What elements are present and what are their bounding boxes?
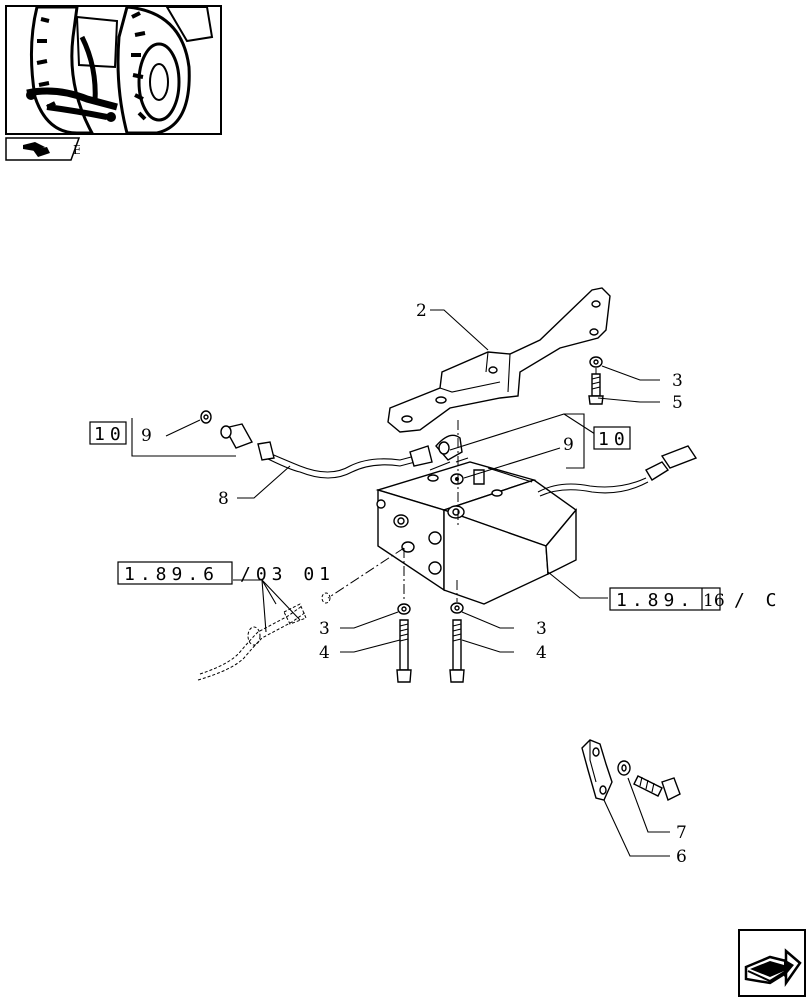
callout-4-right: 4 [536, 643, 547, 663]
callout-3-right: 3 [536, 619, 547, 639]
thumbnail-tab[interactable]: E [5, 137, 82, 161]
tractor-rear-thumbnail-icon [26, 7, 214, 133]
ref-1-89-6-suffix: /03 01 [240, 564, 335, 585]
valve-block[interactable] [375, 457, 578, 605]
part-3-washer-top[interactable] [589, 356, 603, 368]
callout-2: 2 [416, 301, 427, 321]
ref-1-89-6-text: 1.89.6 [124, 564, 219, 585]
leader-lines [131, 309, 670, 857]
part-4-bolt-left[interactable] [396, 619, 412, 683]
callout-8: 8 [218, 489, 229, 509]
ref-box-right-10[interactable]: 10 [593, 426, 631, 450]
callout-6: 6 [676, 847, 687, 867]
part-3-washer-right[interactable] [450, 602, 464, 614]
ref-1-89-16-link[interactable]: 1.89. 16 / C [609, 587, 782, 611]
thumbnail-tab-letter: E [73, 143, 80, 157]
callout-9-right: 9 [563, 435, 574, 455]
part-8-pipe[interactable] [220, 423, 463, 479]
callout-7: 7 [676, 823, 687, 843]
ref-1-89-16-text: 1.89. [616, 590, 695, 611]
electrical-cable[interactable] [537, 445, 698, 497]
callout-3-top: 3 [672, 371, 683, 391]
ref-right-10-text: 10 [598, 429, 630, 450]
part-7-washer[interactable] [617, 760, 631, 776]
part-9-washer-left[interactable] [200, 410, 212, 424]
ref-1-89-16-suffix: / C [734, 590, 782, 611]
part-9-washer-right[interactable] [450, 473, 464, 485]
callout-4-left: 4 [319, 643, 330, 663]
ref-left-10-text: 10 [94, 424, 126, 445]
tractor-thumbnail[interactable] [5, 5, 222, 135]
book-arrow-icon [23, 142, 50, 157]
part-3-washer-left[interactable] [397, 603, 411, 615]
ref-box-left-10[interactable]: 10 [89, 421, 127, 445]
part-5-screw[interactable] [588, 373, 604, 405]
ref-1-89-6-link[interactable]: 1.89.6 /03 01 [117, 561, 335, 585]
next-page-arrow-icon [744, 948, 802, 987]
part-6-bracket[interactable] [581, 739, 613, 801]
next-page-button[interactable] [738, 929, 806, 997]
ref-1-89-16-page: 16 [703, 591, 725, 611]
bracket-bolt[interactable] [633, 775, 681, 801]
callout-5: 5 [672, 393, 683, 413]
callout-3-left: 3 [319, 619, 330, 639]
part-2-bracket[interactable] [387, 287, 611, 433]
callout-9-left: 9 [141, 426, 152, 446]
part-4-bolt-right[interactable] [449, 619, 465, 683]
hose-fitting-reference [197, 592, 331, 681]
